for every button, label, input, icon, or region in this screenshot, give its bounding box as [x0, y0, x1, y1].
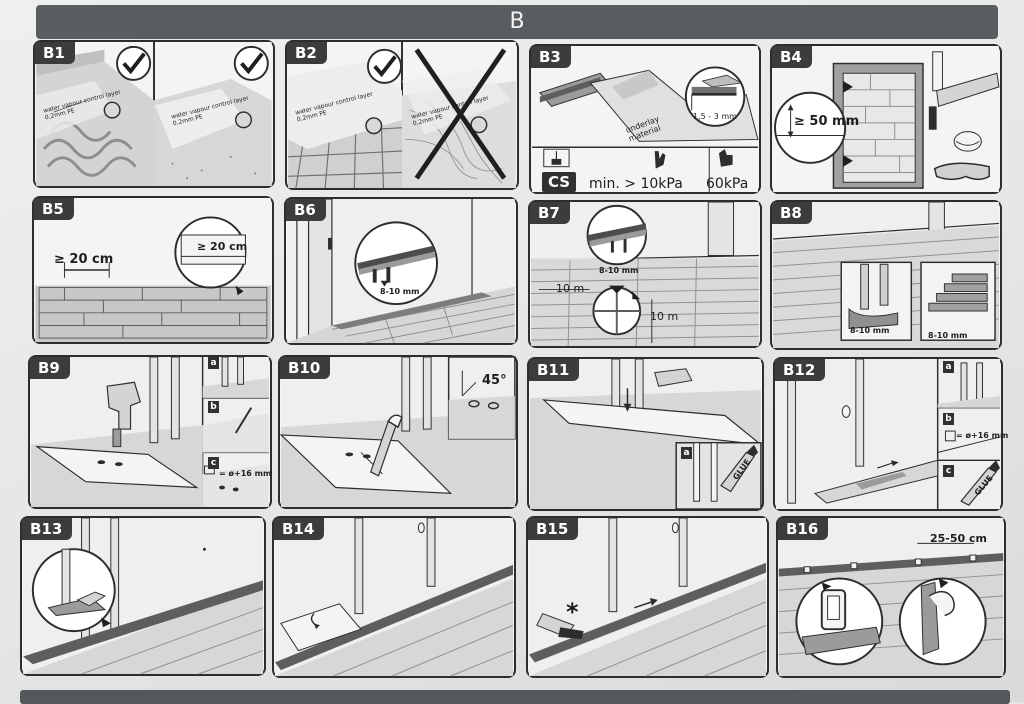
b5-zoom-gap-label: ≥ 20 cm [197, 240, 248, 253]
b11-sub-a: a [681, 447, 692, 459]
panel-b11: B11 a GLUE [527, 357, 764, 511]
section-header: B [36, 5, 998, 39]
b12-sub-a: a [943, 361, 954, 373]
panel-tag-b12: B12 [775, 359, 826, 381]
b3-min-pressure: min. > 10kPa [589, 176, 683, 192]
panel-b14: B14 [272, 516, 516, 678]
b16-illustration [778, 518, 1004, 676]
panel-b2: B2 water vapour control layer 0,2mm PE w… [285, 40, 519, 190]
b14-illustration [275, 517, 514, 677]
b7-expansion-label: 8-10 mm [599, 266, 639, 275]
panel-b4: B4 ≥ 50 mm [770, 44, 1002, 194]
panel-tag-b15: B15 [528, 518, 579, 540]
panel-tag-b5: B5 [34, 198, 74, 220]
b3-thickness-label: 1,5 - 3 mm [693, 112, 737, 121]
panel-tag-b11: B11 [529, 359, 580, 381]
b8-gap-a: 8-10 mm [850, 326, 890, 335]
b10-illustration [279, 356, 516, 507]
b9-sub-b: b [208, 401, 219, 413]
b4-illustration [773, 46, 1000, 192]
b7-length-vertical: 10 m [650, 310, 679, 323]
panel-b12: B12 a b c = ø+16 mm GLUE [773, 357, 1008, 511]
b3-cs-badge: CS [542, 172, 576, 192]
b5-gap-label: ≥ 20 cm [54, 252, 114, 267]
panel-b13: B13 [20, 516, 266, 676]
panel-b3: B3 1,5 - 3 mm underlay material CS min. … [529, 44, 761, 194]
panel-tag-b1: B1 [35, 42, 75, 64]
panel-b9: B9 a b c = ø+16 mm [28, 355, 272, 509]
panel-b15: B15 * [526, 516, 769, 678]
panel-tag-b6: B6 [286, 199, 326, 221]
b16-spacing-label: 25-50 cm [930, 532, 987, 545]
b2-illustration [288, 42, 516, 189]
panel-tag-b9: B9 [30, 357, 70, 379]
b9-illustration [31, 356, 269, 507]
b8-gap-b: 8-10 mm [928, 331, 968, 340]
b4-gap-label: ≥ 50 mm [794, 114, 860, 129]
panel-tag-b7: B7 [530, 202, 570, 224]
panel-tag-b4: B4 [772, 46, 812, 68]
panel-tag-b3: B3 [531, 46, 571, 68]
panel-tag-b2: B2 [287, 42, 327, 64]
panel-b1: B1 water vapour control layer 0,2mm PE w… [33, 40, 275, 188]
b13-illustration [23, 517, 264, 675]
panel-b10: B10 45° [278, 355, 518, 509]
b3-max-pressure: 60kPa [706, 176, 749, 192]
panel-tag-b10: B10 [280, 357, 331, 379]
b11-illustration [530, 358, 763, 510]
b3-illustration [532, 46, 759, 192]
panel-tag-b13: B13 [22, 518, 73, 540]
b7-length-horizontal: 10 m [556, 282, 585, 295]
panel-b7: B7 8-10 mm 10 m 10 m [528, 200, 762, 348]
b7-illustration [531, 201, 759, 347]
b1-illustration [36, 42, 272, 186]
b9-drill-size: = ø+16 mm [219, 469, 272, 478]
b6-illustration [287, 198, 515, 344]
panel-tag-b8: B8 [772, 202, 812, 224]
panel-tag-b14: B14 [274, 518, 325, 540]
b8-illustration [773, 201, 999, 348]
b15-illustration [529, 517, 767, 677]
b12-sub-c: c [943, 465, 954, 477]
b9-sub-c: c [208, 457, 219, 469]
b12-illustration [775, 358, 1001, 509]
panel-b8: B8 8-10 mm 8-10 mm [770, 200, 1002, 350]
next-section-bar [20, 690, 1010, 704]
b5-illustration [35, 198, 271, 342]
b15-asterisk: * [566, 598, 579, 626]
b6-expansion-label: 8-10 mm [380, 287, 420, 296]
b10-angle-label: 45° [482, 373, 507, 388]
panel-b16: B16 25-50 cm [776, 516, 1006, 678]
b12-hole-size: = ø+16 mm [956, 431, 1009, 440]
b9-sub-a: a [208, 357, 219, 369]
panel-b5: B5 ≥ 20 cm ≥ 20 cm [32, 196, 274, 344]
panel-b6: B6 8-10 mm [284, 197, 518, 345]
panel-tag-b16: B16 [778, 518, 829, 540]
b12-sub-b: b [943, 413, 954, 425]
